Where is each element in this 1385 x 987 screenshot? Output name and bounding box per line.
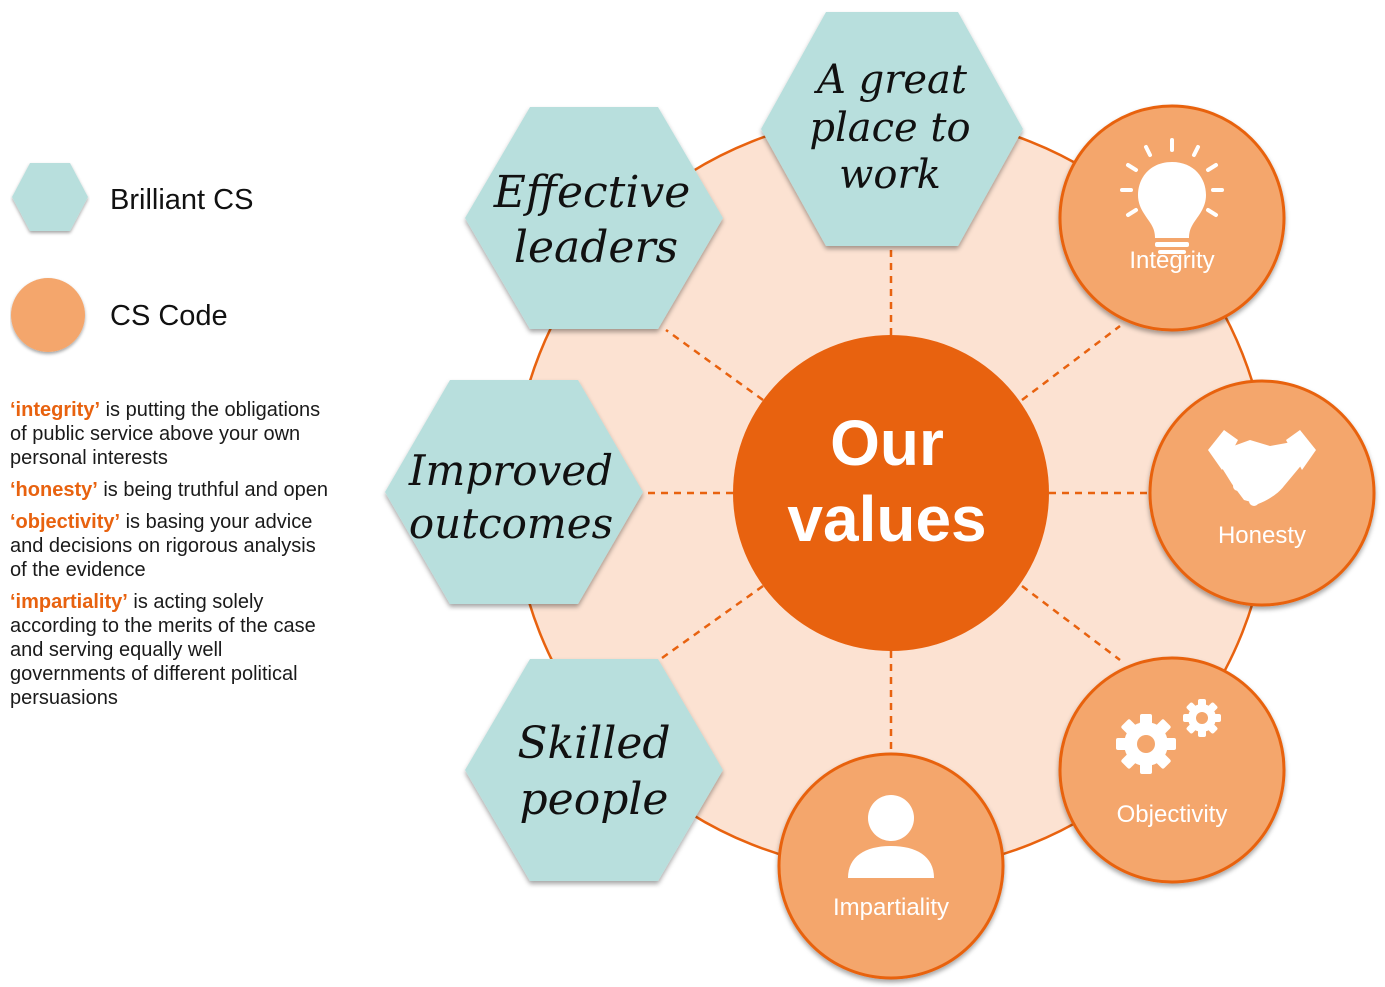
circle-integrity: Integrity <box>1058 104 1286 332</box>
hex-great-line1: A great <box>813 57 968 103</box>
spokes <box>648 232 1148 750</box>
gears-icon <box>1116 699 1221 774</box>
spoke-top-left <box>665 328 764 402</box>
hex-effective-line1: Effective <box>493 167 691 218</box>
integrity-label: Integrity <box>1129 247 1214 274</box>
definition-objectivity: ‘objectivity’ is basing your advice and … <box>10 511 316 581</box>
center-title-line2: values <box>787 483 986 555</box>
circle-objectivity: Objectivity <box>1058 656 1286 884</box>
legend-cscode-label: CS Code <box>110 300 228 332</box>
hexagon-effective-leaders: Effective leaders <box>465 107 723 329</box>
definition-honesty: ‘honesty’ is being truthful and open <box>10 479 328 501</box>
hexagon-improved-outcomes: Improved outcomes <box>385 380 643 604</box>
legend: Brilliant CS CS Code ‘integrity’ is putt… <box>0 0 340 987</box>
definition-integrity: ‘integrity’ is putting the obligations o… <box>10 399 321 469</box>
hex-great-line2: place to <box>809 105 970 151</box>
hexagon-skilled-people: Skilled people <box>465 659 723 881</box>
definitions: ‘integrity’ is putting the obligations o… <box>10 398 330 718</box>
teal-hexagon-icon <box>12 163 88 231</box>
orange-circle-icon <box>11 278 85 352</box>
person-icon <box>848 795 934 878</box>
hex-improved-line2: outcomes <box>409 499 613 548</box>
definition-impartiality: ‘impartiality’ is acting solely accordin… <box>10 591 316 709</box>
legend-brilliant-cs: Brilliant CS <box>10 160 330 240</box>
handshake-icon <box>1208 430 1316 506</box>
hex-skilled-line2: people <box>520 774 669 825</box>
hex-effective-line2: leaders <box>514 222 678 273</box>
center-circle <box>733 335 1049 651</box>
lightbulb-icon <box>1120 138 1224 254</box>
impartiality-label: Impartiality <box>833 894 949 921</box>
legend-brilliant-label: Brilliant CS <box>110 184 254 216</box>
honesty-label: Honesty <box>1218 522 1306 549</box>
hex-skilled-line1: Skilled <box>517 718 670 769</box>
circle-honesty: Honesty <box>1148 379 1376 607</box>
objectivity-label: Objectivity <box>1117 801 1228 828</box>
legend-cs-code: CS Code <box>10 276 330 356</box>
hexagon-great-place-to-work: A great place to work <box>761 12 1023 246</box>
hex-great-line3: work <box>839 152 941 198</box>
hex-improved-line1: Improved <box>408 446 613 495</box>
circle-impartiality: Impartiality <box>777 752 1005 980</box>
center-title-line1: Our <box>830 407 944 479</box>
